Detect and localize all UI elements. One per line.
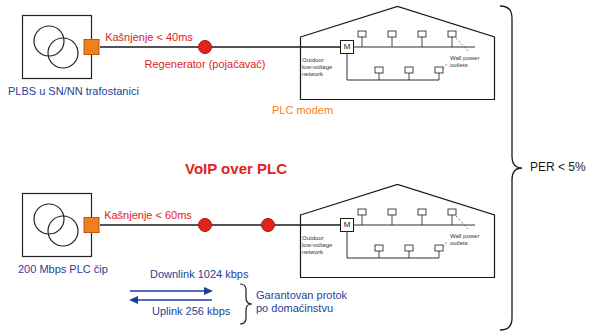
house-wall: [301, 7, 495, 100]
socket-wire: [452, 215, 453, 225]
house-wiring: [354, 47, 475, 48]
transformer-winding: [48, 216, 78, 246]
power-line: [100, 224, 340, 225]
downlink-arrow-shaft: [130, 290, 206, 291]
network-note: Outdoor low-voltage network: [302, 235, 336, 257]
regenerator-dot: Regenerator (pojačavač): [198, 40, 212, 54]
transformer-shape: [22, 193, 100, 257]
uplink-arrow-head: [129, 296, 138, 304]
outlet-leader: [443, 242, 447, 247]
transformer-winding: [34, 26, 64, 56]
socket-wire: [379, 251, 380, 258]
socket-symbol: [418, 31, 426, 37]
socket-symbol: [388, 31, 396, 37]
per-label: PER < 5%: [530, 160, 586, 174]
chip-caption: 200 Mbps PLC čip: [18, 263, 108, 276]
substation-caption: PLBS u SN/NN trafostanici: [8, 85, 139, 98]
socket-symbol: [358, 209, 366, 215]
network-note: Outdoor low-voltage network: [302, 57, 336, 79]
house-shape: [300, 183, 495, 278]
socket-wire: [379, 73, 380, 80]
power-line: [100, 46, 198, 47]
socket-wire: [422, 37, 423, 47]
downlink-label: Downlink 1024 kbps: [150, 268, 248, 281]
outlet-leader: [443, 64, 447, 69]
house-shape: [300, 5, 495, 100]
outlet-note: Wall power outlets: [450, 233, 492, 247]
socket-wire: [439, 251, 440, 258]
modem-letter: M: [344, 42, 351, 52]
plc-unit-square: [84, 218, 99, 233]
socket-symbol: [375, 67, 383, 73]
socket-wire: [409, 73, 410, 80]
modem-letter: M: [344, 220, 351, 230]
socket-wire: [392, 215, 393, 225]
socket-symbol: [405, 67, 413, 73]
throughput-note: Garantovan protok po domaćinstvu: [256, 289, 356, 315]
latency-label: Kašnjenje < 60ms: [104, 209, 192, 222]
modem-label: PLC modem: [272, 104, 333, 117]
uplink-label: Uplink 256 kbps: [152, 305, 230, 318]
regenerator-caption: Regenerator (pojačavač): [144, 58, 265, 71]
regenerator-circle: [199, 41, 212, 54]
power-line: [212, 46, 340, 47]
socket-symbol: [358, 31, 366, 37]
house-wiring: [354, 225, 475, 226]
throughput-brace: [240, 284, 252, 324]
socket-wire: [362, 37, 363, 47]
repeater-dot: [199, 219, 212, 232]
socket-wire: [452, 37, 453, 47]
outlet-leader: [456, 38, 468, 51]
socket-symbol: [405, 245, 413, 251]
socket-wire: [422, 215, 423, 225]
transformer-frame: [23, 16, 92, 79]
socket-symbol: [435, 245, 443, 251]
socket-wire: [392, 37, 393, 47]
socket-symbol: [388, 209, 396, 215]
house-wiring: [347, 54, 439, 80]
substation-transformer: PLBS u SN/NN trafostanici: [22, 15, 100, 79]
socket-wire: [362, 215, 363, 225]
modem-frame: [341, 41, 354, 54]
house-outline: Outdoor low-voltage network Wall power ou…: [300, 5, 495, 100]
transformer-winding: [34, 204, 64, 234]
transformer-winding: [48, 38, 78, 68]
outlet-leader: [456, 216, 468, 229]
substation-transformer: 200 Mbps PLC čip: [22, 193, 100, 257]
house-outline: Outdoor low-voltage network Wall power ou…: [300, 183, 495, 278]
socket-symbol: [375, 245, 383, 251]
transformer-shape: [22, 15, 100, 79]
socket-wire: [439, 73, 440, 80]
socket-wire: [409, 251, 410, 258]
transformer-frame: [23, 194, 92, 257]
plc-unit-square: [84, 40, 99, 55]
repeater-dot: [262, 219, 275, 232]
outlet-note: Wall power outlets: [450, 55, 492, 69]
latency-label: Kašnjenje < 40ms: [105, 31, 193, 44]
uplink-arrow-shaft: [136, 299, 212, 300]
house-wiring: [347, 232, 439, 258]
socket-symbol: [448, 31, 456, 37]
modem-frame: [341, 219, 354, 232]
per-brace: [500, 6, 522, 330]
diagram-title: VoIP over PLC: [185, 160, 287, 178]
modem-box: M: [340, 40, 354, 54]
socket-symbol: [448, 209, 456, 215]
socket-symbol: [435, 67, 443, 73]
dot-shape: [198, 40, 212, 54]
modem-box: M: [340, 218, 354, 232]
downlink-arrow-head: [204, 287, 213, 295]
socket-symbol: [418, 209, 426, 215]
house-wall: [301, 185, 495, 278]
